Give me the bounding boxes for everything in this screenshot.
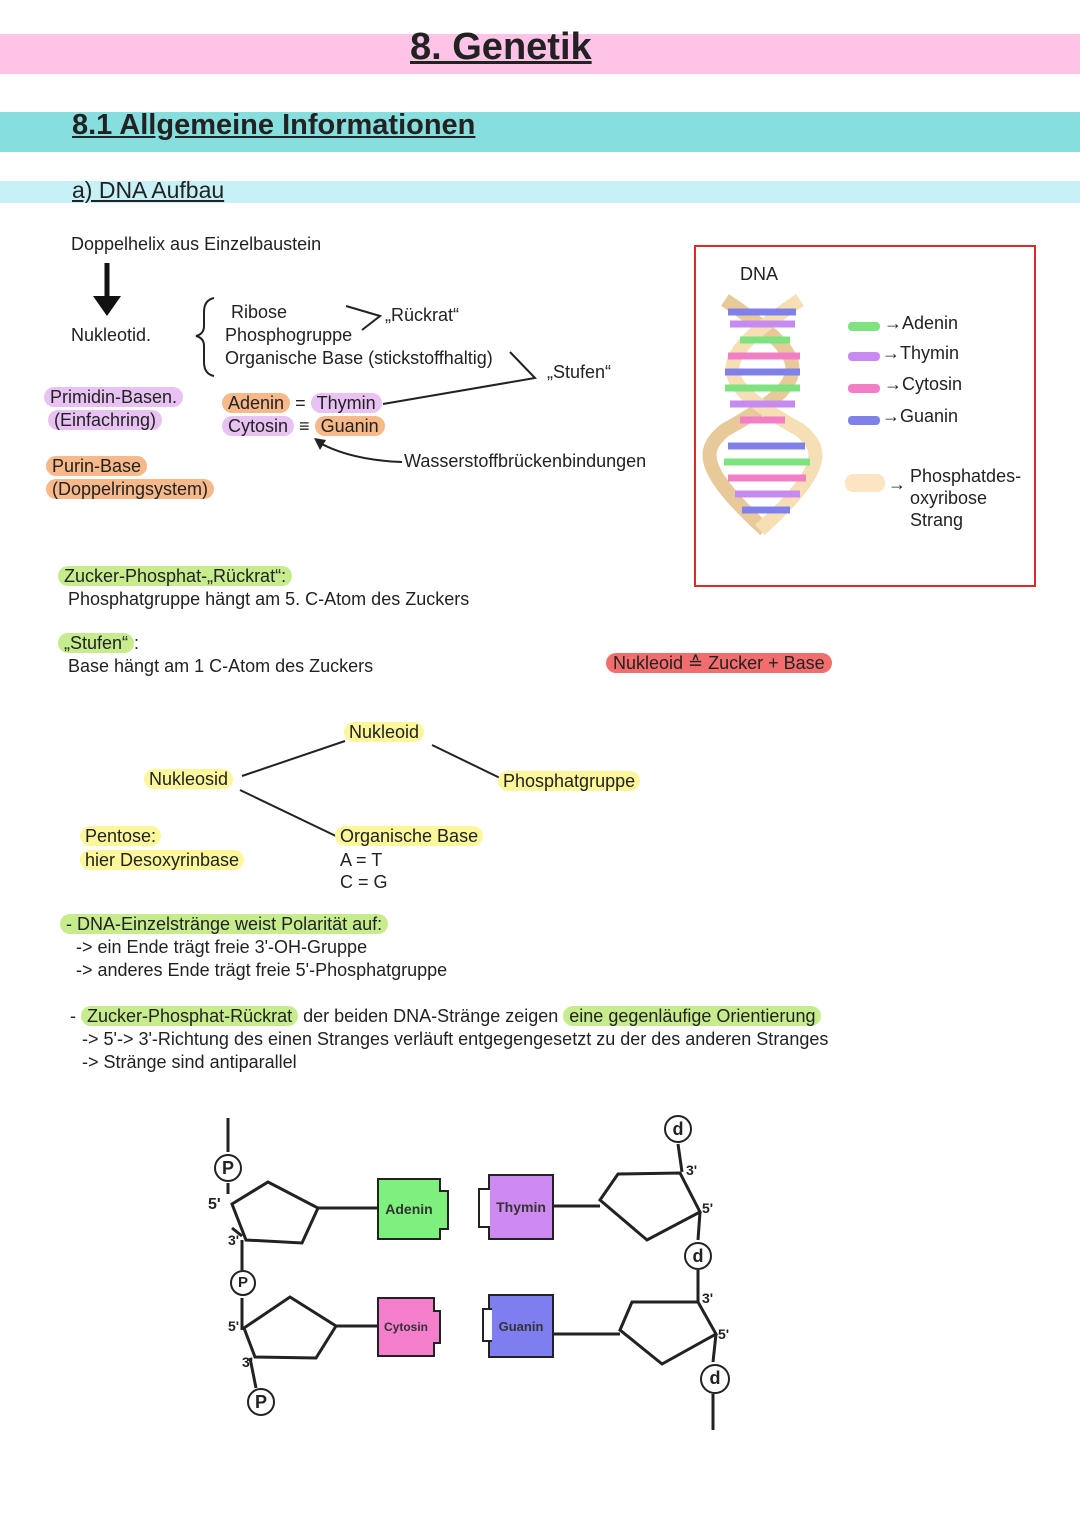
prime-5-right-2: 5' bbox=[718, 1326, 730, 1342]
adenin-swatch bbox=[848, 322, 880, 331]
polarity-head: - DNA-Einzelstränge weist Polarität auf: bbox=[60, 914, 389, 935]
tree-pentose: Pentose: bbox=[80, 826, 162, 847]
legend-item-thymin: →Thymin bbox=[882, 343, 960, 363]
subsection-title: a) DNA Aufbau bbox=[72, 177, 225, 203]
helix-text: Doppelhelix aus Einzelbaustein bbox=[71, 234, 322, 254]
antiparallel-line-1: -> 5'-> 3'-Richtung des einen Stranges v… bbox=[82, 1029, 829, 1049]
guanin-block: Guanin bbox=[488, 1294, 554, 1358]
cytosin-notch bbox=[433, 1310, 441, 1344]
prime-3-left-2: 3' bbox=[242, 1354, 254, 1370]
phosphate-group-text: Phosphogruppe bbox=[225, 325, 353, 345]
phosphate-circle-3: P bbox=[247, 1388, 275, 1416]
section-title: 8.1 Allgemeine Informationen bbox=[72, 109, 476, 141]
antiparallel-line-2: -> Stränge sind antiparallel bbox=[82, 1052, 297, 1072]
steps-label: „Stufen“ bbox=[547, 362, 612, 382]
polarity-line-1: -> ein Ende trägt freie 3'-OH-Gruppe bbox=[76, 937, 368, 957]
right-strand bbox=[554, 1143, 719, 1430]
prime-5-left-1: 5' bbox=[208, 1196, 221, 1213]
phosphate-circle-2: P bbox=[230, 1270, 256, 1296]
subsection-band bbox=[0, 181, 1080, 203]
pyrimidine-sub: (Einfachring) bbox=[48, 410, 163, 431]
tree-root: Nukleoid bbox=[344, 722, 425, 743]
polarity-line-2: -> anderes Ende trägt freie 5'-Phosphatg… bbox=[76, 960, 448, 980]
prime-3-right-2: 3' bbox=[702, 1290, 714, 1306]
phosphate-circle-1: P bbox=[214, 1154, 242, 1182]
purine-sub: (Doppelringsystem) bbox=[46, 479, 215, 500]
dna-helix-graphic bbox=[702, 294, 823, 536]
cytosin-swatch bbox=[848, 384, 880, 393]
adenin-block: Adenin bbox=[377, 1178, 441, 1240]
pair-cytosine-guanine: Cytosin ≡ Guanin bbox=[222, 416, 385, 437]
left-strand bbox=[226, 1118, 378, 1389]
thymin-block: Thymin bbox=[488, 1174, 554, 1240]
tree-right: Phosphatgruppe bbox=[498, 771, 641, 792]
legend-item-guanin: →Guanin bbox=[882, 406, 959, 426]
legend-item-cytosin: →Cytosin bbox=[884, 374, 963, 394]
prime-5-right-1: 5' bbox=[702, 1200, 714, 1216]
backbone-text: Phosphatgruppe hängt am 5. C-Atom des Zu… bbox=[68, 589, 470, 609]
guanin-swatch bbox=[848, 416, 880, 425]
nucleoid-definition: Nukleoid ≙ Zucker + Base bbox=[606, 653, 832, 674]
deoxy-circle-3: d bbox=[700, 1364, 730, 1394]
steps-head: „Stufen“: bbox=[58, 633, 139, 654]
adenin-notch bbox=[439, 1190, 449, 1230]
nucleotide-text: Nukleotid. bbox=[71, 325, 152, 345]
backbone-label: „Rückrat“ bbox=[385, 305, 460, 325]
guanin-notch bbox=[482, 1308, 492, 1342]
backbone-head: Zucker-Phosphat-„Rückrat“: bbox=[58, 566, 293, 587]
dna-legend-box bbox=[694, 245, 1036, 587]
prime-5-left-2: 5' bbox=[228, 1318, 240, 1334]
page-title: 8. Genetik bbox=[410, 26, 592, 68]
strand-label-1: Phosphatdes- bbox=[910, 466, 1022, 486]
tree-pentose-sub: hier Desoxyrinbase bbox=[80, 850, 245, 871]
pyrimidine-label: Primidin-Basen. bbox=[44, 387, 184, 408]
purine-label: Purin-Base bbox=[46, 456, 148, 477]
prime-3-left-1: 3' bbox=[228, 1232, 240, 1248]
tree-pair-2: C = G bbox=[340, 872, 388, 892]
prime-3-right-1: 3' bbox=[686, 1162, 698, 1178]
ribose-text: Ribose bbox=[231, 302, 288, 322]
thymin-notch bbox=[478, 1188, 490, 1228]
deoxy-circle-1: d bbox=[664, 1115, 692, 1143]
pair-adenine-thymine: Adenin = Thymin bbox=[222, 393, 382, 414]
header-band bbox=[0, 34, 1080, 74]
organic-base-text: Organische Base (stickstoffhaltig) bbox=[225, 348, 493, 368]
dna-legend-title: DNA bbox=[740, 264, 779, 284]
tree-base: Organische Base bbox=[335, 826, 484, 847]
deoxy-circle-2: d bbox=[684, 1242, 712, 1270]
strand-arrow: → bbox=[888, 474, 906, 494]
strand-swatch bbox=[845, 474, 885, 492]
antiparallel-head: - Zucker-Phosphat-Rückrat der beiden DNA… bbox=[70, 1006, 822, 1027]
legend-item-adenin: →Adenin bbox=[884, 313, 959, 333]
hbonds-label: Wasserstoffbrückenbindungen bbox=[404, 451, 647, 471]
strand-label-3: Strang bbox=[910, 510, 964, 530]
cytosin-block: Cytosin bbox=[377, 1297, 435, 1357]
tree-pair-1: A = T bbox=[340, 850, 383, 870]
steps-text: Base hängt am 1 C-Atom des Zuckers bbox=[68, 656, 374, 676]
section-band bbox=[0, 112, 1080, 152]
thymin-swatch bbox=[848, 352, 880, 361]
tree-left: Nukleosid bbox=[144, 769, 234, 790]
strand-label-2: oxyribose bbox=[910, 488, 988, 508]
